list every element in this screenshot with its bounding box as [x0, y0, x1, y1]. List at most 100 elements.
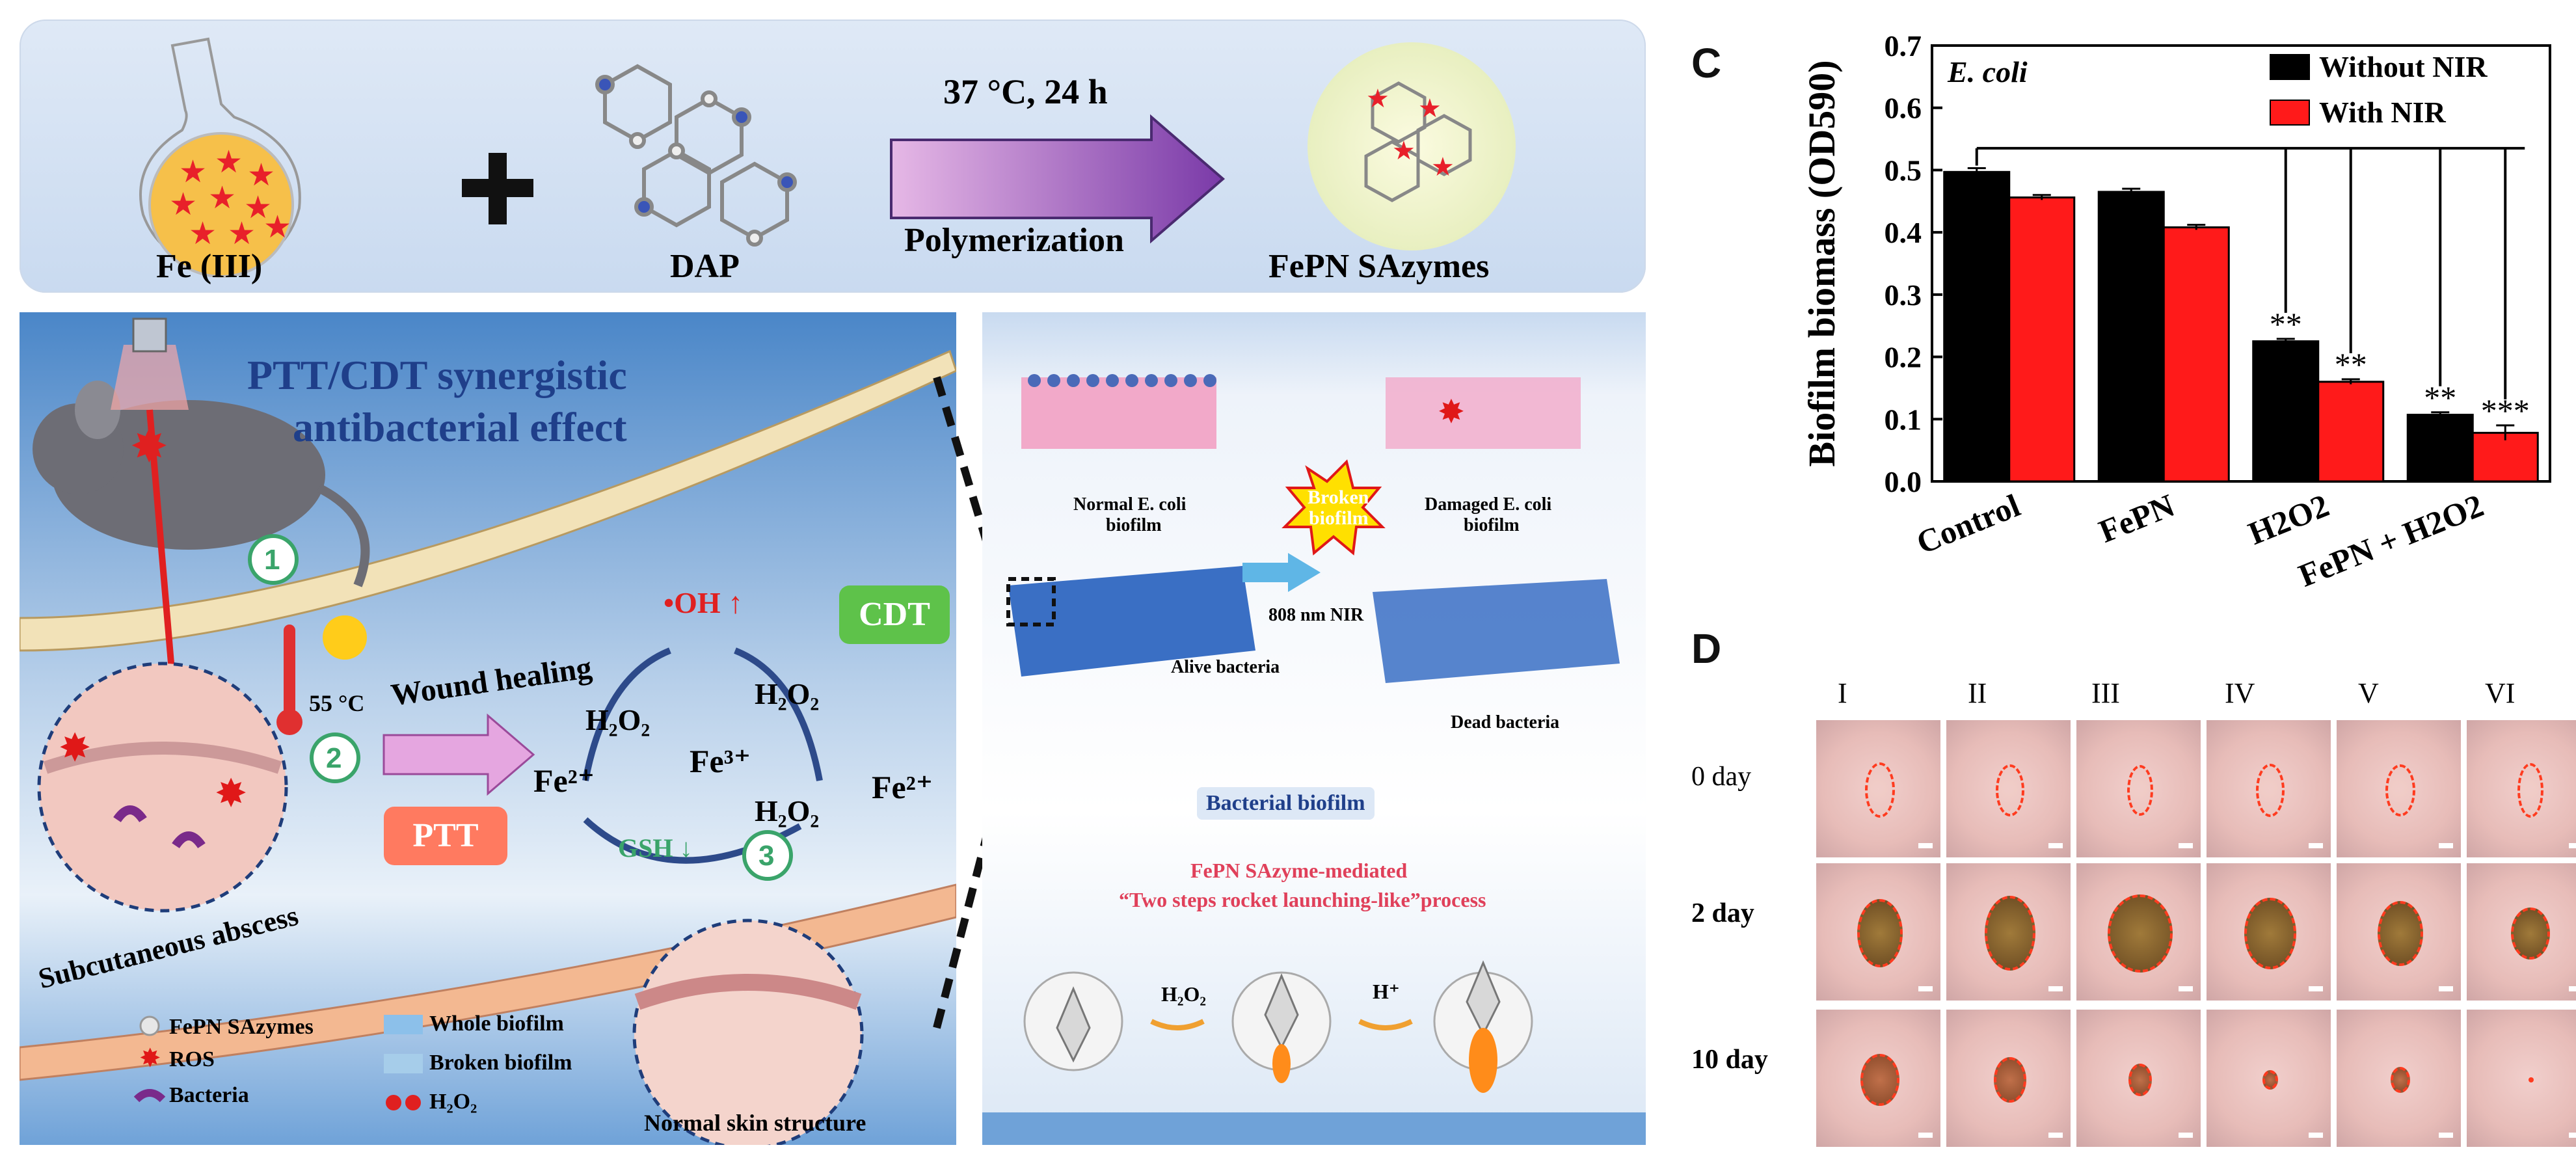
photo-grid: I II III IV V VI 0 day 2 day 10 day	[1691, 677, 2576, 1158]
wound-photo	[1945, 719, 2072, 859]
sazyme-product-icon: ★★★★	[1308, 42, 1516, 250]
panel-label-c: C	[1691, 40, 1722, 87]
legend-sazyme: FePN SAzymes	[169, 1015, 314, 1039]
wound-photo	[2205, 862, 2332, 1002]
bar-1-2	[2317, 381, 2385, 483]
wound-outline	[2377, 900, 2423, 966]
wound-outline	[2255, 763, 2285, 817]
panel-a-box: ★★★ ★★★ ★★★	[20, 20, 1646, 293]
col-label-1: I	[1838, 677, 1847, 709]
row-label-0day: 0 day	[1691, 762, 1752, 792]
wound-outline	[1864, 762, 1895, 818]
scale-bar	[2309, 843, 2323, 848]
scale-bar	[1918, 843, 1933, 848]
condition-label: 37 °C, 24 h	[943, 72, 1108, 111]
oh-label: •OH ↑	[664, 586, 744, 619]
h2o2-bottom: H₂O₂	[755, 794, 820, 827]
col-label-6: VI	[2485, 677, 2516, 709]
svg-text:★: ★	[244, 191, 272, 225]
wound-outline	[2127, 764, 2153, 816]
y-tick-label: 0.0	[1885, 465, 1922, 498]
y-tick-label: 0.6	[1885, 92, 1922, 125]
wound-outline	[2517, 762, 2543, 818]
svg-text:★: ★	[1418, 94, 1442, 123]
y-tick-label: 0.3	[1885, 278, 1922, 312]
chart-annotation: E. coli	[1947, 55, 2028, 88]
damaged-ecoli-line2: biofilm	[1464, 515, 1520, 535]
scale-bar	[2048, 986, 2063, 991]
bar-1-0	[2008, 196, 2076, 483]
flask-icon: ★★★ ★★★ ★★★	[139, 37, 301, 278]
legend-swatch	[2270, 100, 2310, 126]
significance-mark: **	[2270, 306, 2302, 342]
broken-biofilm-burst	[1281, 459, 1386, 556]
panel-label-d: D	[1691, 625, 1722, 672]
svg-text:★: ★	[228, 217, 256, 251]
panel-b-right: ✸ Normal E. coli biofilm Damaged E. coli…	[982, 312, 1646, 1145]
wound-photo	[2075, 862, 2202, 1002]
scale-bar	[2569, 1133, 2576, 1138]
plot-frame	[1931, 44, 2551, 483]
product-label: FePN SAzymes	[1268, 248, 1490, 285]
wound-outline	[2262, 1069, 2278, 1090]
step-markers	[248, 534, 793, 881]
ptt-badge: PTT	[384, 807, 507, 865]
membrane-damaged-icon: ✸	[1386, 377, 1581, 449]
mediated-line1: FePN SAzyme-mediated	[1190, 859, 1408, 882]
scale-bar	[2439, 1133, 2453, 1138]
y-tick-label: 0.1	[1885, 403, 1922, 436]
broken-label-line1: Broken	[1308, 487, 1369, 508]
wound-photo	[1815, 862, 1942, 1002]
y-tick-label: 0.5	[1885, 154, 1922, 187]
wound-outline	[2528, 1077, 2534, 1082]
thermometer-icon	[276, 615, 367, 735]
scale-bar	[2179, 986, 2193, 991]
normal-skin-label: Normal skin structure	[644, 1110, 866, 1136]
polymerization-arrow	[890, 114, 1226, 244]
fe2-left-label: Fe²⁺	[533, 762, 595, 799]
svg-text:★: ★	[169, 187, 197, 222]
scale-bar	[2439, 843, 2453, 848]
col-label-4: IV	[2225, 677, 2255, 709]
svg-text:★: ★	[179, 155, 207, 189]
wound-photo	[2075, 719, 2202, 859]
scale-bar	[2179, 1133, 2193, 1138]
fe-label: Fe (III)	[156, 248, 263, 285]
legend-h2o2: H₂O₂	[429, 1090, 477, 1114]
zoom-connector	[933, 376, 1025, 1029]
bar-0-1	[2097, 191, 2165, 483]
wound-outline	[2385, 764, 2415, 816]
wound-outline	[1995, 764, 2024, 816]
gsh-label: GSH ↓	[618, 833, 693, 863]
row-label-10day: 10 day	[1691, 1045, 1768, 1075]
ptt-cdt-title-line1: PTT/CDT synergistic	[247, 352, 627, 398]
cdt-badge: CDT	[839, 585, 950, 644]
biofilm-dead-icon	[1373, 579, 1620, 683]
h2o2-right: H₂O₂	[755, 677, 820, 710]
legend-icons: ✸	[133, 1015, 423, 1110]
mediated-line2: “Two steps rocket launching-like”process	[1119, 888, 1486, 911]
svg-text:✸: ✸	[1438, 394, 1465, 430]
dap-label: DAP	[670, 248, 740, 285]
y-tick-label: 0.7	[1885, 29, 1922, 62]
bar-0-0	[1943, 170, 2011, 483]
scale-bar	[2179, 843, 2193, 848]
legend-label: Without NIR	[2319, 50, 2488, 83]
svg-text:✸: ✸	[139, 1043, 161, 1073]
svg-text:✸: ✸	[59, 727, 91, 770]
scale-bar	[1918, 1133, 1933, 1138]
wound-outline	[1984, 896, 2035, 971]
biofilm-alive-icon	[1008, 566, 1255, 677]
scale-bar	[2309, 1133, 2323, 1138]
plus-icon	[462, 153, 533, 224]
wound-photo	[2335, 862, 2462, 1002]
svg-text:★: ★	[263, 210, 291, 245]
legend-whole-biofilm: Whole biofilm	[429, 1012, 564, 1036]
svg-text:★: ★	[1431, 152, 1455, 181]
wound-photo	[1945, 862, 2072, 1002]
scale-bar	[2569, 986, 2576, 991]
col-label-2: II	[1968, 677, 1987, 709]
wound-outline	[2107, 894, 2173, 973]
svg-text:✸: ✸	[215, 772, 247, 815]
